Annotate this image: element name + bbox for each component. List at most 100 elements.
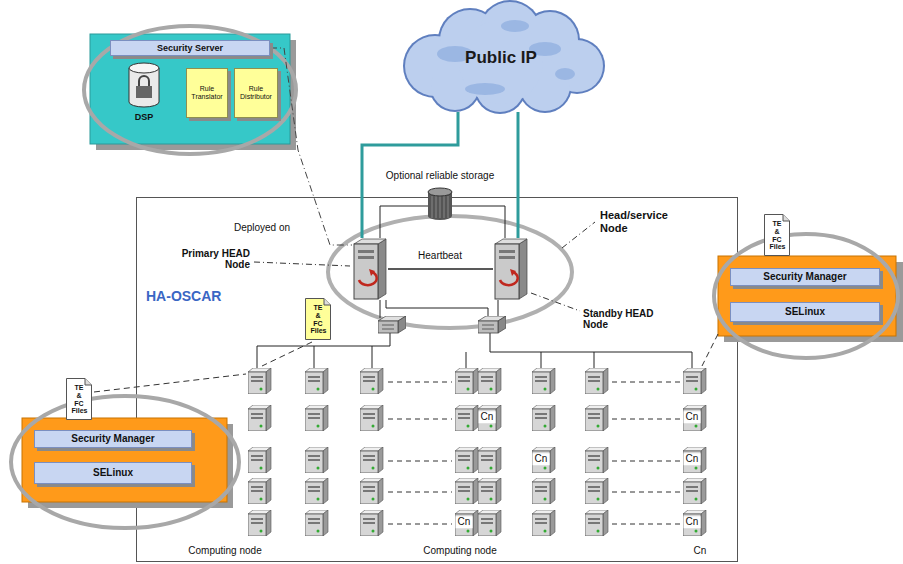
computer-icon [478,368,501,394]
edge-label: Deployed on [232,222,292,234]
group-label: Computing node [186,545,263,557]
computer-icon [585,405,608,431]
dsp-database-shape [128,62,160,108]
drawing-part [499,250,515,253]
connector [380,206,428,238]
node-text: Public IP [465,48,537,67]
computer-icon [248,405,271,431]
callout-label: Cn [456,516,473,528]
callout-label: Cn [684,516,701,528]
node-text: Security Manager [71,433,154,444]
drawing-part [765,215,790,256]
drawing-part [403,0,605,114]
drawing-part [495,239,527,244]
selinux-bar: SELinux [730,302,880,322]
drawing-part [436,196,437,218]
row-link [388,382,452,383]
drawing-part [380,300,381,318]
row-link [612,492,680,493]
computer-icon [360,478,383,504]
node-text: SELinux [785,306,825,317]
computer-icon [585,447,608,473]
computer-icon [478,478,501,504]
title-bar: Security Server [110,40,270,56]
selinux-bar: SELinux [34,462,192,484]
computer-icon [248,368,271,394]
node-text: Primary HEAD Node [166,248,250,270]
node-text: Rule Distributor [237,85,275,101]
computer-icon [248,478,271,504]
computer-icon [305,447,328,473]
highlight-ring [84,26,296,154]
drawing-part [519,239,527,299]
drawing-part [500,272,518,285]
computer-icon [360,447,383,473]
row-link [388,492,452,493]
drawing-part [432,196,433,218]
file-note: TE & FC Files [305,298,331,340]
computer-icon [683,510,706,536]
drawing-part [444,196,445,218]
server-icon: Primary HEAD Node [352,238,388,300]
computer-icon [683,447,706,473]
computer-icon [305,510,328,536]
drawing-part [369,269,375,276]
drawing-part [306,299,331,340]
highlight-ring [714,234,898,358]
drawing-part [129,68,159,107]
computer-icon [360,368,383,394]
computer-icon [455,478,478,504]
edge-label: Heartbeat [416,250,464,262]
computer-icon [683,405,706,431]
server-icon-shape [493,238,529,300]
highlight-ring [328,216,572,328]
computer-icon [248,447,271,473]
computer-icon [305,478,328,504]
computer-icon [683,478,706,504]
drawing-part [254,262,350,266]
computer-icon [305,368,328,394]
row-link [612,419,680,420]
node-text: Optional reliable storage [375,170,505,181]
computer-icon [532,510,555,536]
computer-icon [585,368,608,394]
computer-icon [455,405,478,431]
security-server-panel [90,34,290,144]
drawing-part [359,272,377,285]
file-note: TE & FC Files [66,378,92,420]
computer-icon [305,405,328,431]
node-text: Security Server [157,43,223,53]
security-manager-bar: Security Manager [34,430,192,448]
drawing-part [702,334,718,366]
switch-icon [378,316,406,333]
drawing-part [490,333,692,368]
drawing-part [432,196,448,218]
drawing-part [358,256,374,259]
drawing-part [354,244,378,299]
drawing-part [405,2,603,112]
storage-cylinder-shape [428,188,452,220]
row-link [388,419,452,420]
drawing-part [495,244,519,299]
file-note: TE & FC Files [764,214,790,256]
drawing-part [531,293,580,311]
drawing-part [459,20,543,104]
server-icon: Standby HEAD Node [493,238,529,300]
connector [388,268,493,270]
drawing-part [314,346,315,368]
callout-label: Cn [479,411,496,423]
drawing-part [85,379,92,386]
computer-icon [683,368,706,394]
drawing-part [136,86,152,98]
drawing-part [510,269,516,276]
computer-icon [455,368,478,394]
computer-icon [360,405,383,431]
computer-icon [532,368,555,394]
node-label: Head/service Node [598,209,682,234]
drawing-part [386,300,488,318]
row-link [388,461,452,462]
row-link [612,382,680,383]
rule-translator-box: Rule Translator [186,68,228,118]
storage-cylinder: Optional reliable storage [428,188,452,220]
